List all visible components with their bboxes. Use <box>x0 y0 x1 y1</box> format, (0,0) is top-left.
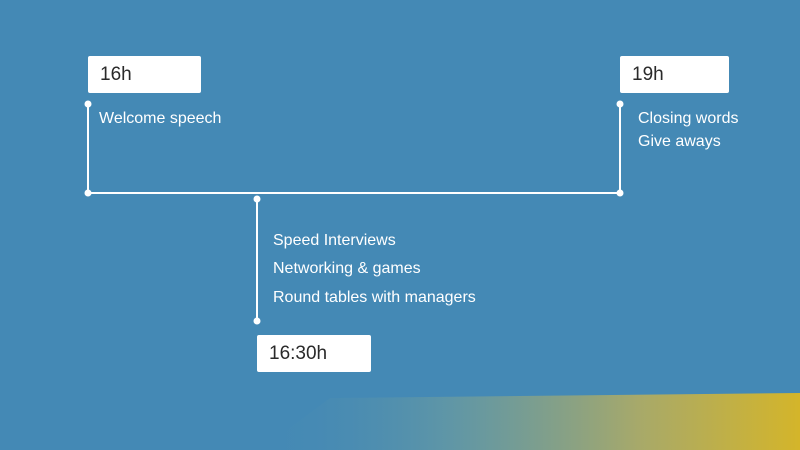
start-bottom-dot <box>84 189 92 197</box>
end-bottom-dot <box>616 189 624 197</box>
middle-item-1: Speed Interviews <box>273 232 396 249</box>
end-top-dot <box>616 100 624 108</box>
start-item-1: Welcome speech <box>99 110 222 127</box>
middle-item-2: Networking & games <box>273 260 421 277</box>
middle-time-box: 16:30h <box>257 335 371 372</box>
start-time-box: 16h <box>88 56 201 93</box>
end-item-2: Give aways <box>638 133 721 150</box>
middle-item-3: Round tables with managers <box>273 289 476 306</box>
end-time-box: 19h <box>620 56 729 93</box>
middle-bottom-dot <box>253 317 261 325</box>
start-top-dot <box>84 100 92 108</box>
end-item-1: Closing words <box>638 110 739 127</box>
middle-top-dot <box>253 195 261 203</box>
